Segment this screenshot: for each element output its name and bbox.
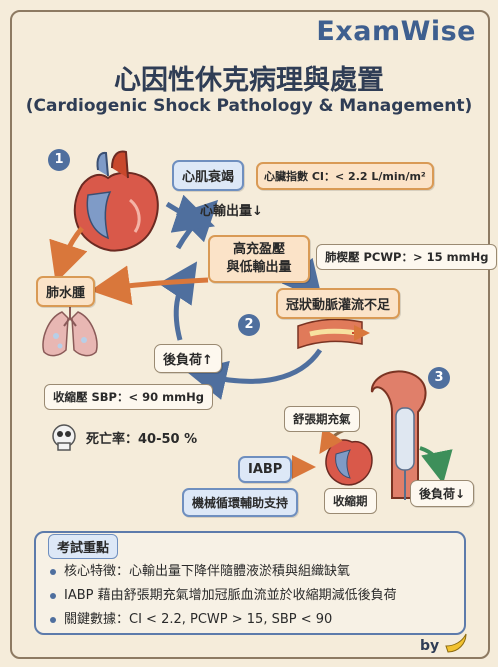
key-point-item: IABP 藉由舒張期充氣增加冠脈血流並於收縮期減低後負荷	[50, 584, 397, 603]
page-title: 心因性休克病理與處置	[114, 65, 384, 96]
arrow-coronary-to-afterload	[186, 348, 323, 400]
section-number-3: 3	[428, 367, 450, 389]
iabp-box: IABP	[238, 456, 293, 483]
brand-logo: ExamWise	[316, 16, 476, 47]
key-point-text-1: 核心特徵：心輸出量下降伴隨體液淤積與組織缺氧	[64, 564, 351, 579]
section-number-2: 2	[238, 314, 260, 336]
cardiac-index-box: 心臟指數 CI：< 2.2 L/min/m²	[256, 162, 434, 190]
coronary-artery-illustration	[297, 318, 370, 350]
coronary-hypoperfusion-box: 冠狀動脈灌流不足	[276, 288, 401, 319]
signature-label: by	[420, 638, 440, 654]
diastolic-inflation-callout: 舒張期充氣	[284, 406, 360, 432]
systole-callout: 收縮期	[324, 488, 377, 514]
page-subtitle: (Cardiogenic Shock Pathology & Managemen…	[25, 96, 473, 116]
mortality-label: 死亡率：40-50 %	[86, 432, 198, 447]
banana-icon	[445, 633, 467, 653]
key-points-title: 考試重點	[48, 534, 119, 559]
sbp-callout: 收縮壓 SBP：< 90 mmHg	[44, 384, 213, 410]
mcs-support-box: 機械循環輔助支持	[182, 488, 299, 517]
arrow-afterload-down	[419, 446, 453, 484]
arrow-to-edema	[90, 265, 209, 306]
high-filling-pressure-line1: 高充盈壓	[232, 242, 285, 257]
afterload-up-box: 後負荷↑	[154, 344, 222, 373]
bullet-icon	[50, 568, 56, 575]
heart-illustration	[73, 150, 159, 252]
key-point-item: 關鍵數據：CI < 2.2, PCWP > 15, SBP < 90	[50, 608, 332, 627]
high-filling-pressure-box: 高充盈壓 與低輸出量	[208, 235, 310, 283]
bullet-icon	[50, 616, 56, 623]
cardiac-output-label: 心輸出量↓	[200, 204, 263, 219]
section-number-1: 1	[48, 149, 70, 171]
pcwp-callout: 肺楔壓 PCWP：> 15 mmHg	[316, 244, 498, 270]
high-filling-pressure-line2: 與低輸出量	[226, 260, 292, 275]
skull-icon	[52, 424, 76, 451]
afterload-down-box: 後負荷↓	[410, 480, 475, 507]
key-point-text-3: 關鍵數據：CI < 2.2, PCWP > 15, SBP < 90	[64, 612, 333, 627]
arrow-heart-to-co	[165, 194, 215, 233]
aorta-balloon-illustration	[370, 370, 427, 500]
arrow-heart-to-edema	[49, 226, 88, 283]
pulmonary-edema-box: 肺水腫	[36, 276, 96, 307]
arrow-afterload-to-pressure	[158, 261, 198, 341]
bullet-icon	[50, 592, 56, 599]
small-heart-illustration	[325, 439, 373, 486]
key-point-item: 核心特徵：心輸出量下降伴隨體液淤積與組織缺氧	[50, 560, 350, 579]
lungs-illustration	[42, 298, 98, 357]
key-point-text-2: IABP 藉由舒張期充氣增加冠脈血流並於收縮期減低後負荷	[64, 588, 397, 603]
page-border	[10, 10, 490, 659]
heart-failure-box: 心肌衰竭	[172, 160, 245, 191]
